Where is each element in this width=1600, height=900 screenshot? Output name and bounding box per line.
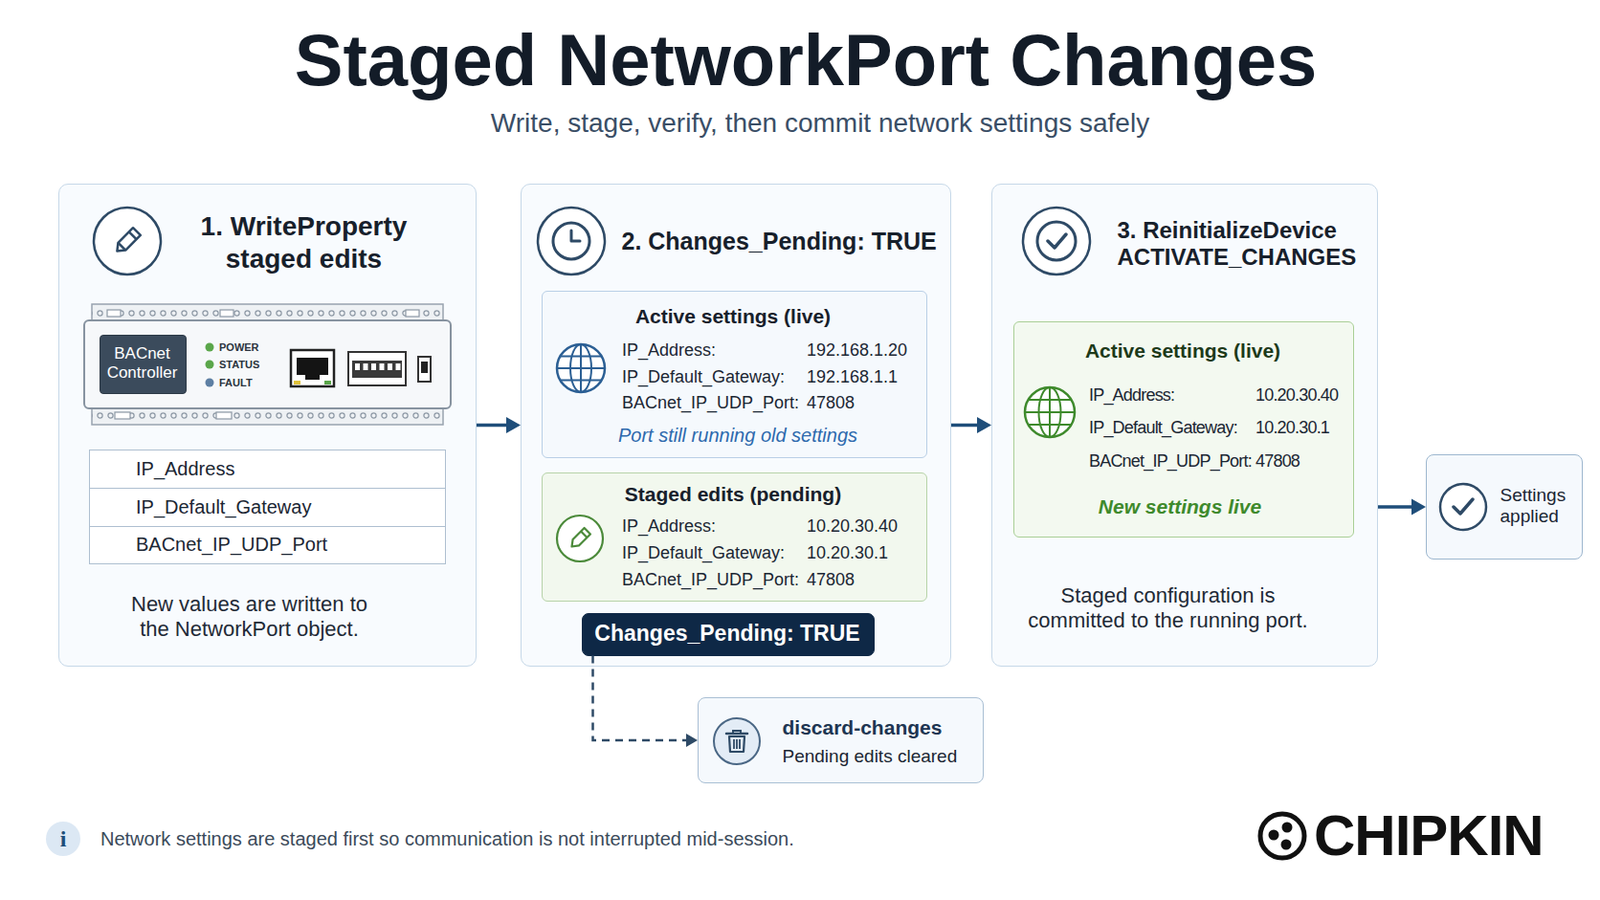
property-row: IP_Default_Gateway xyxy=(88,488,446,528)
node-text: Settings applied xyxy=(1500,485,1579,530)
brand-mark xyxy=(1260,814,1305,859)
property-value: 47808 xyxy=(1255,451,1352,473)
connector-line xyxy=(593,656,689,742)
property-name: IP_Default_Gateway: xyxy=(622,367,804,389)
connector-line xyxy=(1377,505,1414,510)
node-text: Active settings (live) xyxy=(551,304,915,329)
connector-line xyxy=(476,423,509,428)
property-value: 192.168.1.1 xyxy=(806,367,922,389)
property-row: IP_Address xyxy=(88,449,446,489)
brand-mark xyxy=(1268,830,1280,842)
info-icon xyxy=(45,822,81,857)
connector-line xyxy=(951,423,979,428)
subtitle: Write, stage, verify, then commit networ… xyxy=(293,107,1347,140)
brand-mark xyxy=(1281,840,1292,851)
property-name: IP_Address: xyxy=(622,340,804,362)
node-text: Active settings (live) xyxy=(1024,338,1341,363)
result-box: Settings applied xyxy=(1425,454,1583,560)
flow-connector xyxy=(476,417,521,434)
node-text: Pending edits cleared xyxy=(782,746,979,769)
diagram-title: Staged NetworkPort Changes xyxy=(135,16,1476,104)
property-name: BACnet_IP_UDP_Port: xyxy=(1088,451,1257,473)
step-panel: 2. Changes_Pending: TRUE Active settings … xyxy=(520,183,952,667)
property-value: 47808 xyxy=(806,393,922,415)
node-text: 3. ReinitializeDevice ACTIVATE_CHANGES xyxy=(1117,217,1375,273)
property-name: IP_Address: xyxy=(622,516,804,538)
led-label: STATUS xyxy=(219,358,277,372)
property-name: BACnet_IP_UDP_Port: xyxy=(622,570,804,592)
footnote: Network settings are staged first so com… xyxy=(100,827,962,851)
status-badge: Changes_Pending: TRUE xyxy=(581,613,875,657)
property-value: 10.20.30.40 xyxy=(1255,385,1352,407)
led-label: FAULT xyxy=(219,377,277,390)
property-name: IP_Default_Gateway: xyxy=(622,543,804,565)
property-value: 10.20.30.40 xyxy=(806,516,922,538)
brand-mark xyxy=(1282,822,1293,834)
property-row: BACnet_IP_UDP_Port xyxy=(88,526,446,565)
arrow-head xyxy=(977,417,992,434)
property-value: 10.20.30.1 xyxy=(1255,418,1352,440)
discard-box: discard-changesPending edits cleared xyxy=(697,697,984,784)
flow-connector xyxy=(593,656,699,749)
property-value: 192.168.1.20 xyxy=(806,340,922,362)
flow-connector xyxy=(1377,499,1426,516)
arrow-head xyxy=(1411,499,1426,516)
arrow-head xyxy=(686,733,698,748)
device-badge: BACnet Controller xyxy=(99,334,187,395)
node-text: BACnet_IP_UDP_Port xyxy=(135,533,423,556)
node-text: Changes_Pending: TRUE xyxy=(583,621,871,648)
property-name: BACnet_IP_UDP_Port: xyxy=(622,393,804,415)
property-name: IP_Address: xyxy=(1088,385,1257,407)
node-text: Staged edits (pending) xyxy=(551,482,915,507)
arrow-head xyxy=(506,417,521,434)
node-text: 1. WriteProperty staged edits xyxy=(184,210,424,275)
node-text: Port still running old settings xyxy=(555,423,920,447)
info-icon xyxy=(45,822,81,857)
flow-connector xyxy=(951,417,992,434)
node-text: 2. Changes_Pending: TRUE xyxy=(622,226,943,256)
node-text: New settings live xyxy=(1022,494,1338,519)
property-value: 47808 xyxy=(806,570,922,592)
info-letter: i xyxy=(48,825,78,854)
node-text: discard-changes xyxy=(782,715,979,740)
node-text: New values are written to the NetworkPor… xyxy=(123,592,377,644)
node-text: IP_Default_Gateway xyxy=(135,495,423,519)
node-text: Staged configuration is committed to the… xyxy=(1022,583,1314,635)
node-text: BACnet Controller xyxy=(100,344,185,384)
brand-logo: CHIPKIN xyxy=(1313,801,1592,871)
brand-mark xyxy=(1260,814,1305,859)
property-name: IP_Default_Gateway: xyxy=(1088,418,1257,440)
node-text: IP_Address xyxy=(135,457,423,481)
step-panel: 1. WriteProperty staged editsNew values … xyxy=(58,183,477,667)
led-label: POWER xyxy=(219,341,277,355)
property-value: 10.20.30.1 xyxy=(806,543,922,565)
